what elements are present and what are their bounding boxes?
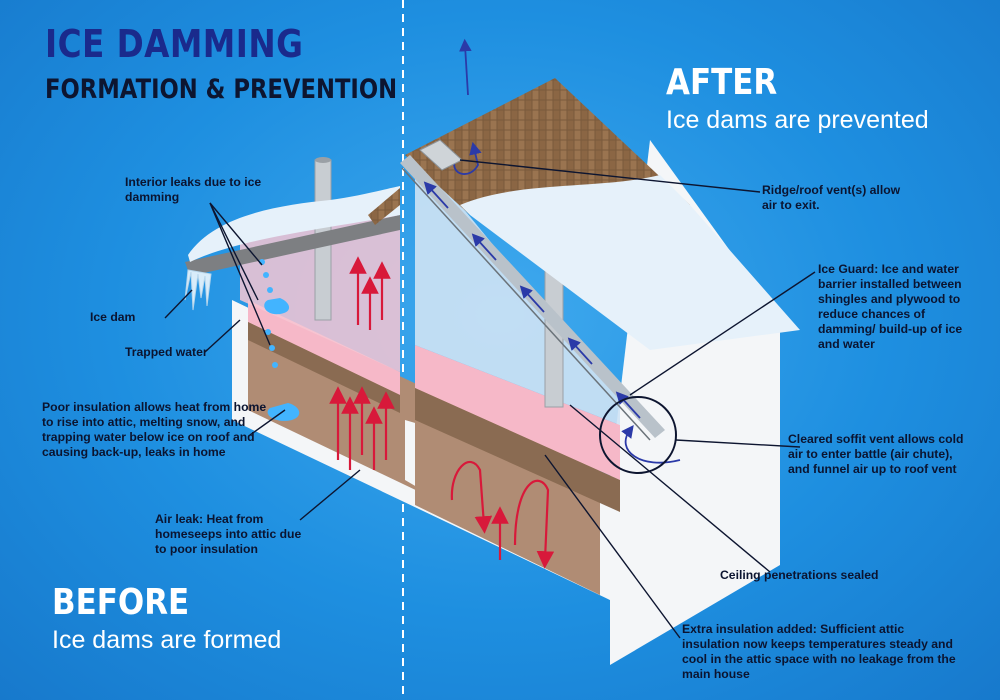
after-subheading: Ice dams are prevented [666,106,929,134]
air-chute-line [401,167,651,441]
before-heat-arrows [329,256,395,470]
label-trapped-water: Trapped water [125,345,208,359]
after-heading: AFTER [666,62,778,103]
label-ceiling-sealed: Ceiling penetrations sealed [720,568,879,582]
before-insulation [248,300,400,395]
label-ice-dam: Ice dam [90,310,136,324]
label-ridge-vent: Ridge/roof vent(s) allow air to exit. [762,183,901,212]
before-subheading: Ice dams are formed [52,626,282,654]
leader-lines [164,159,816,639]
after-roof-shingles [405,78,690,215]
page-title: ICE DAMMING [45,22,304,66]
before-icicles [184,269,212,311]
before-heading: BEFORE [52,582,190,623]
label-soffit-vent: Cleared soffit vent allows cold air to e… [788,432,964,476]
label-air-leak: Air leak: Heat from homeseeps into attic… [155,512,302,556]
before-vent-pipe-top [315,157,331,163]
before-snow [188,186,400,262]
page-subtitle: FORMATION & PREVENTION [45,74,398,105]
before-roof-shingles [368,188,400,225]
after-heat-arrows [450,461,555,569]
after-insulation [415,345,620,480]
label-ice-guard: Ice Guard: Ice and water barrier install… [818,262,963,351]
soffit-highlight-circle [599,396,677,474]
after-house [400,38,800,665]
label-poor-insulation: Poor insulation allows heat from home to… [42,400,267,459]
after-attic-floor [415,388,620,512]
label-interior-leaks: Interior leaks due to ice damming [125,175,262,204]
label-extra-insulation: Extra insulation added: Sufficient attic… [682,622,956,681]
after-snow [460,175,800,350]
